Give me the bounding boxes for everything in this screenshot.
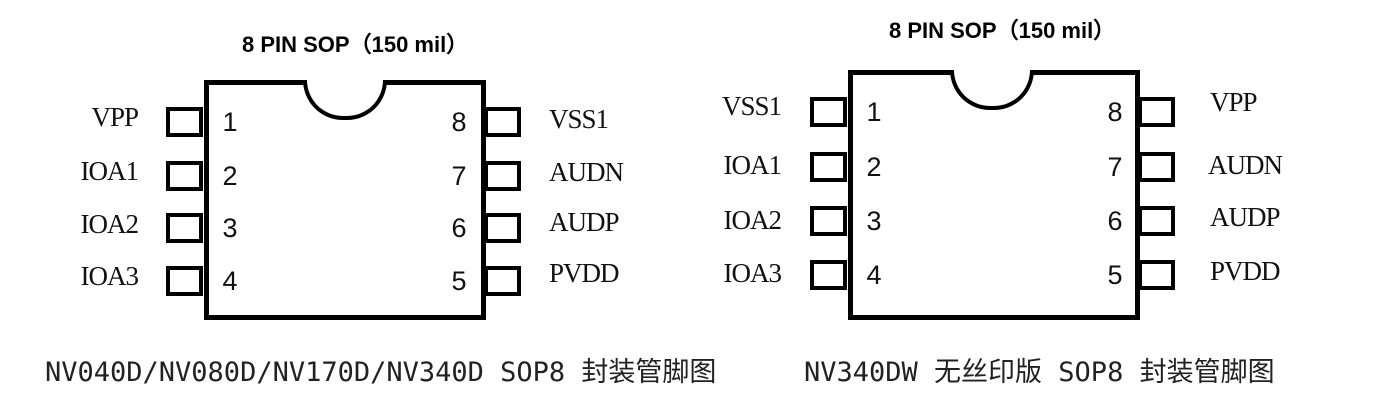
pin-number-2: 2 xyxy=(866,152,882,182)
pin-name-5: PVDD xyxy=(549,258,620,288)
pin-name-6: AUDP xyxy=(549,207,620,237)
pin-lead-6 xyxy=(1138,206,1175,236)
chip-body xyxy=(848,70,1140,320)
pin-name-3: IOA2 xyxy=(723,205,783,235)
pin-name-3: IOA2 xyxy=(80,209,140,239)
pin-name-6: AUDP xyxy=(1210,202,1281,232)
pin-name-8: VSS1 xyxy=(549,104,609,134)
pin-number-1: 1 xyxy=(222,107,238,137)
pin-number-5: 5 xyxy=(1107,260,1123,290)
pin-lead-8 xyxy=(484,107,521,137)
pin-lead-8 xyxy=(1138,97,1175,127)
pin-name-5: PVDD xyxy=(1210,256,1281,286)
diagram-title: 8 PIN SOP（150 mil） xyxy=(242,32,469,57)
pin-lead-2 xyxy=(166,161,203,191)
pin-lead-7 xyxy=(1138,152,1175,182)
diagram-caption: NV040D/NV080D/NV170D/NV340D SOP8 封装管脚图 xyxy=(45,357,717,388)
pin-number-4: 4 xyxy=(222,266,238,296)
pin-lead-7 xyxy=(484,161,521,191)
pin-number-6: 6 xyxy=(451,213,467,243)
pin-number-3: 3 xyxy=(866,206,882,236)
pin-name-1: VSS1 xyxy=(721,91,782,121)
pin-lead-4 xyxy=(810,260,847,290)
pin-name-4: IOA3 xyxy=(723,258,783,288)
pin-lead-1 xyxy=(166,107,203,137)
diagram-title: 8 PIN SOP（150 mil） xyxy=(889,18,1116,43)
pinout-diagram-1: 8 PIN SOP（150 mil） VPP IOA1 IOA2 IOA3 1 … xyxy=(45,32,716,388)
pin-number-5: 5 xyxy=(451,266,467,296)
pin-name-4: IOA3 xyxy=(80,261,140,291)
pin-name-8: VPP xyxy=(1210,87,1258,117)
pin-lead-4 xyxy=(166,266,203,296)
pin-name-7: AUDN xyxy=(1208,150,1283,180)
pinout-diagram-2: 8 PIN SOP（150 mil） VSS1 IOA1 IOA2 IOA3 1… xyxy=(700,0,1388,404)
pin-lead-6 xyxy=(484,213,521,243)
pin-number-2: 2 xyxy=(222,161,238,191)
pin-number-4: 4 xyxy=(866,260,882,290)
pin-number-6: 6 xyxy=(1107,206,1123,236)
pin-number-7: 7 xyxy=(1107,152,1123,182)
pin-number-3: 3 xyxy=(222,213,238,243)
pin-lead-5 xyxy=(484,266,521,296)
pin-lead-3 xyxy=(166,213,203,243)
pin-name-2: IOA1 xyxy=(80,156,140,186)
pin-name-1: VPP xyxy=(91,102,139,132)
pin-name-7: AUDN xyxy=(549,157,624,187)
diagram-caption: NV340DW 无丝印版 SOP8 封装管脚图 xyxy=(804,357,1275,388)
pin-number-7: 7 xyxy=(451,161,467,191)
pin-lead-1 xyxy=(810,97,847,127)
pin-name-2: IOA1 xyxy=(723,150,783,180)
pin-lead-5 xyxy=(1138,260,1175,290)
pin-number-8: 8 xyxy=(451,107,467,137)
pin-lead-2 xyxy=(810,152,847,182)
pin-number-8: 8 xyxy=(1107,97,1123,127)
pin-number-1: 1 xyxy=(866,97,882,127)
pin-lead-3 xyxy=(810,206,847,236)
